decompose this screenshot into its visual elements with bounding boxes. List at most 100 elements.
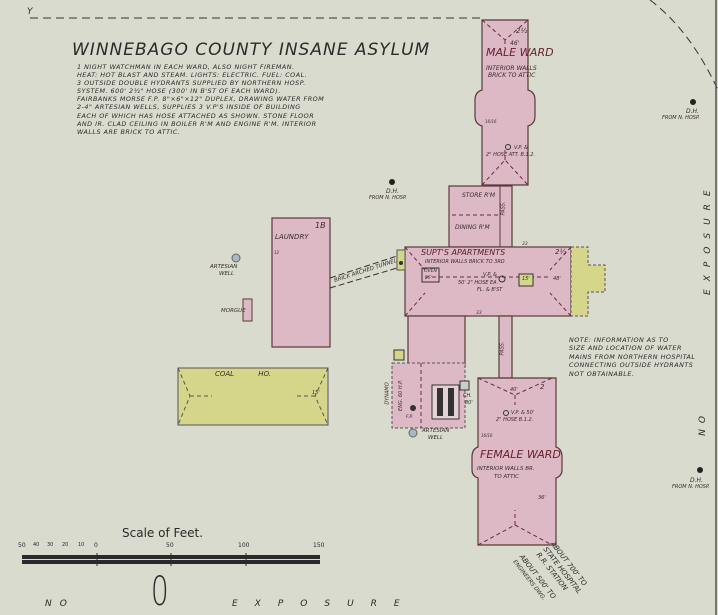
- property-arc: [649, 0, 718, 91]
- store-room-label: Store R'm: [462, 192, 496, 199]
- hydrant-label: D.H.: [386, 188, 399, 195]
- note-line: mains from Northern Hospital: [569, 352, 696, 361]
- laundry-stories: 1B: [315, 221, 326, 230]
- frame-extension: [570, 246, 606, 317]
- well-label: Artesian: [422, 428, 450, 434]
- no-exposure-bottom-no: No: [45, 599, 75, 609]
- note-line: connecting outside hydrants: [569, 361, 694, 370]
- hydrant-label: From N. Hosp.: [662, 115, 700, 121]
- frame-porch: [396, 249, 406, 271]
- supts-hose: V.P. &: [483, 272, 497, 278]
- coal-house-building: [177, 367, 329, 426]
- note-line: NOTE: Information as to: [569, 336, 669, 344]
- water-mains-note: NOTE: Information as to size and locatio…: [569, 336, 695, 378]
- note-line: Fairbanks Morse F.P. 8"×6"×12" Duplex, d…: [77, 95, 325, 104]
- top-left-mark: Y: [27, 7, 33, 17]
- dynamo-label: Dynamo: [384, 382, 391, 405]
- male-ward-side: 16/16: [485, 119, 497, 124]
- note-line: walls are brick to attic.: [77, 127, 181, 136]
- female-ward-note: Interior walls br.: [477, 466, 535, 472]
- note-line: System. 600' 2½" hose (300' in B'st of e…: [77, 87, 281, 96]
- scale-tick: 40: [33, 542, 40, 548]
- chimney-label: Ch.: [463, 393, 472, 399]
- dynamo-label: Eng. 60 H.P.: [398, 379, 405, 412]
- male-ward-stories: 2½: [516, 27, 528, 35]
- female-ward-side: 16/16: [481, 433, 493, 438]
- male-ward-hose: 2" hose att. B.1.2.: [486, 152, 535, 158]
- supts-stories: 2½: [555, 248, 567, 256]
- no-exposure-right-no: No: [697, 410, 708, 436]
- female-ward-hose: 2" hose B.1.2.: [496, 417, 534, 423]
- map-title: Winnebago County Insane Asylum: [72, 40, 431, 60]
- male-ward-note: Interior walls: [486, 65, 537, 72]
- scale-tick: 20: [62, 542, 69, 548]
- note-line: 3 outside double hydrants supplied by No…: [77, 79, 306, 88]
- hydrant-label: D.H.: [690, 477, 703, 484]
- no-exposure-bottom-word: Exposure: [232, 599, 417, 609]
- female-ward-note: to attic: [494, 474, 519, 480]
- supts-note: Interior walls brick to 3rd: [425, 259, 505, 265]
- fire-pump-label: F.P.: [406, 415, 413, 420]
- laundry-building: [271, 217, 331, 348]
- oven-label: Oven: [424, 269, 437, 274]
- morgue-label: Morgue: [221, 308, 246, 314]
- scale-bar: [22, 553, 320, 566]
- morgue-building: [242, 298, 253, 322]
- wall-mark: 33: [476, 311, 482, 316]
- no-exposure-right-word: Exposure: [703, 182, 713, 295]
- well-label: Artesian: [210, 264, 238, 270]
- pass-label: Pass.: [500, 201, 507, 216]
- scale-tick: 10: [78, 542, 85, 548]
- scale-tick: 0: [94, 542, 98, 549]
- chimney: [459, 380, 470, 391]
- laundry-label: Laundry: [275, 233, 309, 241]
- tank-label: 15': [522, 276, 530, 282]
- oven-height: 25': [425, 276, 432, 281]
- note-line: Heat: Hot blast and steam. Lights: Elect…: [77, 71, 308, 80]
- female-ward-hose: V.P. & 50': [511, 410, 535, 416]
- scale-tick: 50: [18, 542, 26, 549]
- scale-tick: 150: [313, 542, 325, 549]
- supts-height: 48': [553, 276, 561, 282]
- female-ward-height: 40': [510, 387, 518, 393]
- well-label: Well: [428, 435, 444, 441]
- coal-house-label: Coal Ho.: [215, 370, 272, 378]
- hydrant-icon: [697, 467, 703, 473]
- hydrant-label: From N. Hosp.: [672, 484, 710, 490]
- male-ward-note: brick to attic: [488, 72, 536, 79]
- supts-apartments-label: Supt's Apartments: [421, 248, 506, 257]
- scale-tick: 100: [238, 542, 250, 549]
- note-line: each of which has hose attached as shown…: [77, 111, 315, 120]
- male-ward-label: Male Ward: [486, 46, 554, 59]
- female-ward-building: [471, 377, 563, 546]
- female-ward-label: Female Ward: [480, 448, 561, 461]
- coal-house-height: 15': [312, 390, 320, 396]
- laundry-side: 12: [274, 250, 280, 255]
- hydrant-label: D.H.: [686, 108, 699, 115]
- hydrant-label: From N. Hosp.: [369, 195, 407, 201]
- scale-tick: 30: [47, 542, 54, 548]
- artesian-well-icon: [408, 428, 418, 438]
- pass-label: Pass.: [499, 341, 506, 356]
- hydrant-icon: [389, 179, 395, 185]
- male-ward-height: 46': [510, 40, 520, 47]
- note-line: not obtainable.: [569, 369, 635, 378]
- chimney-height: 80': [465, 400, 473, 406]
- supts-hose: fl. & B'st: [477, 287, 503, 293]
- note-line: 1 Night watchman in each ward, also nigh…: [77, 63, 295, 71]
- note-line: size and location of water: [569, 344, 682, 353]
- hydrant-icon: [690, 99, 696, 105]
- female-ward-height2: 36': [538, 495, 546, 501]
- well-label: Well: [219, 271, 235, 277]
- male-ward-building: [474, 19, 536, 186]
- wall-mark: 33: [522, 242, 528, 247]
- building-notes: 1 Night watchman in each ward, also nigh…: [77, 63, 397, 136]
- dining-room-label: Dining R'm: [455, 224, 490, 231]
- note-line: and ir. clad ceiling in boiler r'm and e…: [77, 119, 317, 128]
- connector-building: [407, 315, 466, 367]
- note-line: 2-4" Artesian wells, supplies 3 V.P's in…: [77, 103, 301, 112]
- male-ward-hose: V.P. &: [514, 145, 528, 151]
- female-ward-stories: 2: [540, 383, 545, 391]
- supts-hose: 50' 2" hose ea.: [458, 280, 499, 286]
